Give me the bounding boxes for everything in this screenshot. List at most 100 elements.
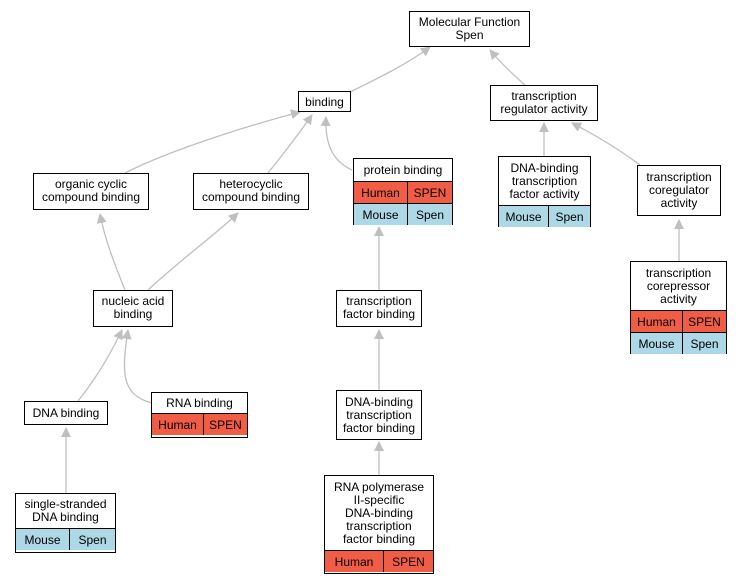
node-label-line: factor binding [342,531,416,546]
node-label: binding [299,92,350,112]
edge-binding-to-molecular-function [349,46,431,93]
gene-cell[interactable]: SPEN [383,551,433,572]
gene-cell[interactable]: SPEN [682,311,726,332]
node-label-line: transcription [646,169,712,184]
gene-cell[interactable]: Spen [548,206,590,227]
edge-protein-binding-to-binding [320,116,353,171]
gene-cell[interactable]: Spen [407,204,452,225]
node-label-line: factor binding [342,307,416,321]
node-label-line: organic cyclic [54,177,127,191]
node-label-line: single-stranded [24,497,107,511]
human-gene-row: Human SPEN [631,310,726,332]
species-cell: Mouse [362,207,399,222]
edge-transcription-regulator-to-molecular-function [489,49,526,86]
mouse-gene-row: Mouse Spen [354,203,452,225]
human-gene-row: Human SPEN [354,181,452,203]
species-cell: Human [637,314,676,329]
node-label-line: transcription [511,89,577,103]
node-label: protein binding [354,159,452,181]
species-cell: Mouse [505,209,542,224]
node-binding[interactable]: binding [298,91,351,112]
node-label-line: factor activity [509,186,580,201]
edge-nucleic-acid-to-heterocyclic [147,212,239,291]
node-label-line: transcription [645,265,712,280]
node-label-line: regulator activity [500,102,588,116]
node-label-line: Molecular Function [418,15,521,29]
node-label-line: transcription [346,294,412,308]
node-label-line: nucleic acid [101,294,165,308]
node-dna-binding[interactable]: DNA binding [24,401,108,425]
edge-nucleic-acid-to-organic-cyclic [96,213,126,291]
human-gene-row: Human SPEN [152,413,247,435]
species-cell: Human [334,554,374,569]
gene-cell[interactable]: SPEN [407,182,452,203]
node-label-line: protein binding [363,162,443,177]
node-label-line: corepressor [646,278,711,293]
node-label-line: DNA-binding [510,160,579,175]
species-cell: Human [361,185,400,200]
edge-dna-binding-to-nucleic-acid [77,329,123,402]
node-label-line: coregulator [648,182,710,197]
species-cell: Mouse [24,532,61,547]
node-label-line: DNA-binding [344,394,414,409]
mouse-gene-row: Mouse Spen [16,528,115,550]
node-label-line: activity [660,195,698,210]
node-label-line: DNA binding [32,510,99,524]
node-label-line: DNA binding [32,405,100,420]
node-label-line: binding [305,94,344,109]
node-label-line: binding [113,307,153,321]
human-gene-row: Human SPEN [325,550,433,572]
node-label: RNA binding [152,393,247,413]
edge-heterocyclic-to-binding [267,114,313,174]
node-label-line: factor binding [342,420,416,435]
node-label-line: transcription [511,173,578,188]
gene-cell[interactable]: Spen [69,529,115,550]
mouse-gene-row: Mouse Spen [499,205,590,227]
node-label-line: transcription [346,518,412,533]
node-label-line: heterocyclic [219,177,283,191]
node-label-line: activity [660,291,697,306]
edge-organic-cyclic-to-binding [124,109,301,174]
node-label-line: transcription [346,407,412,422]
node-label-line: RNA polymerase [333,479,425,494]
edge-coregulator-to-transcription-regulator [571,122,641,166]
node-label-line: II-specific [353,492,405,507]
node-label-line: compound binding [41,190,141,204]
species-cell: Mouse [638,336,675,351]
node-label-line: DNA-binding [344,505,414,520]
edge-rna-binding-to-nucleic-acid [121,329,153,404]
node-label-line: Spen [455,28,484,42]
node-label-line: RNA binding [166,395,233,410]
mouse-gene-row: Mouse Spen [631,332,726,354]
node-label: DNA binding [25,402,107,424]
gene-cell[interactable]: Spen [682,333,726,354]
gene-cell[interactable]: SPEN [203,414,247,435]
species-cell: Human [158,417,197,432]
